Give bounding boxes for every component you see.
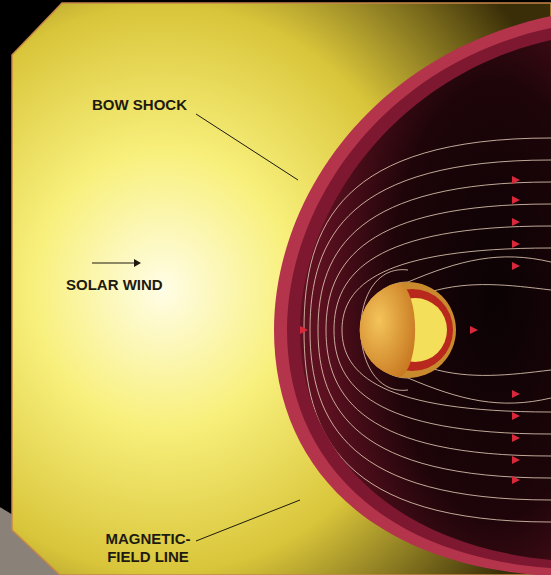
wind-arrow	[92, 259, 141, 267]
bow-shock	[274, 16, 551, 575]
planet	[360, 282, 456, 378]
bow-shock-label: BOW SHOCK	[92, 96, 187, 114]
bow-shock-inner	[287, 28, 551, 568]
field-line-label: MAGNETIC- FIELD LINE	[92, 530, 204, 566]
leader-lines	[196, 114, 300, 541]
panel	[12, 3, 551, 575]
field-arrows	[300, 176, 520, 484]
field-lines	[304, 138, 551, 522]
magnetosphere	[300, 40, 551, 560]
solar-wind-label: SOLAR WIND	[66, 276, 163, 294]
